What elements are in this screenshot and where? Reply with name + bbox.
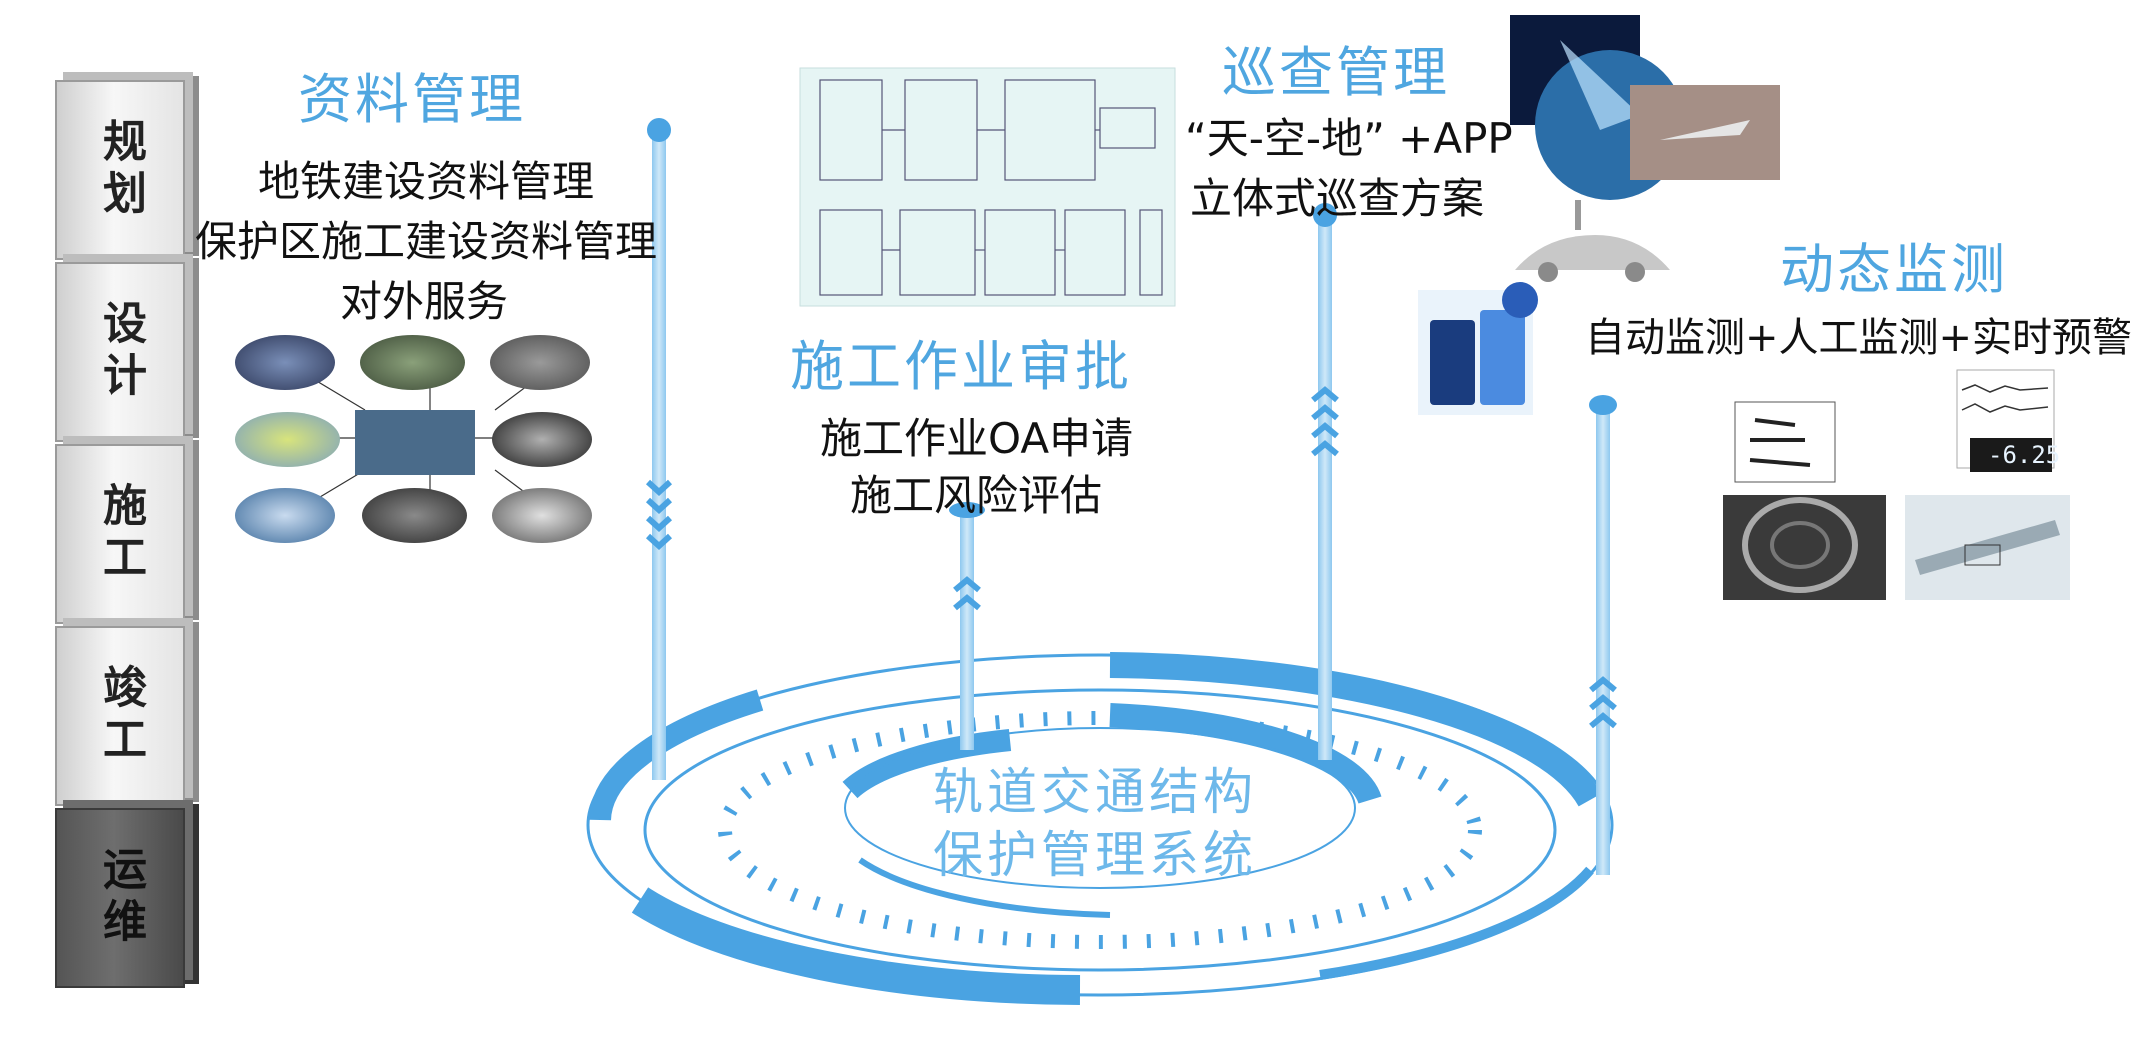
system-title-line-2: 保护管理系统: [933, 826, 1257, 884]
app-phone-image: [1418, 282, 1538, 415]
stage-completion: 竣工: [55, 626, 185, 806]
stage-label: 设计: [95, 300, 146, 404]
inspection-line: 立体式巡查方案: [1190, 174, 1485, 223]
structure-model-image: [1905, 495, 2070, 600]
collage-photo-8: [492, 488, 592, 543]
collage-photo-6: [235, 488, 335, 543]
collage-photo-5: [492, 412, 592, 467]
stage-construction: 施工: [55, 444, 185, 624]
stage-label: 竣工: [95, 664, 146, 768]
collage-photo-2: [360, 335, 465, 390]
inspection-title: 巡查管理: [1222, 41, 1450, 104]
approval-flowchart: [799, 67, 1176, 307]
monitoring-line: 自动监测+人工监测+实时预警: [1585, 315, 2133, 361]
inspection-line: “天-空-地” +APP: [1185, 114, 1513, 163]
vehicle-image: [1515, 200, 1670, 282]
materials-line: 保护区施工建设资料管理: [195, 217, 658, 266]
stage-operation: 运维: [55, 808, 185, 988]
tunnel-image: [1723, 495, 1886, 600]
approval-title: 施工作业审批: [790, 335, 1132, 398]
collage-photo-4: [235, 412, 340, 467]
stage-label: 规划: [95, 118, 146, 222]
stage-label: 运维: [95, 846, 146, 950]
materials-line: 地铁建设资料管理: [258, 157, 595, 206]
approval-line: 施工风险评估: [850, 471, 1103, 520]
materials-title: 资料管理: [298, 68, 526, 131]
drone-image: [1630, 85, 1780, 180]
system-title-line-1: 轨道交通结构: [933, 763, 1257, 821]
stage-label: 施工: [95, 482, 146, 586]
monitoring-title: 动态监测: [1780, 238, 2008, 301]
sensors-image: [1734, 401, 1836, 483]
station-photo: [355, 410, 475, 475]
stage-planning: 规划: [55, 80, 185, 260]
collage-photo-7: [362, 488, 467, 543]
gauge-image: [1956, 369, 2055, 472]
collage-photo-3: [490, 335, 590, 390]
gauge-reading: -6.25: [1988, 441, 2061, 469]
materials-line: 对外服务: [340, 277, 509, 326]
stage-design: 设计: [55, 262, 185, 442]
approval-line: 施工作业OA申请: [820, 414, 1134, 463]
collage-photo-1: [235, 335, 335, 390]
